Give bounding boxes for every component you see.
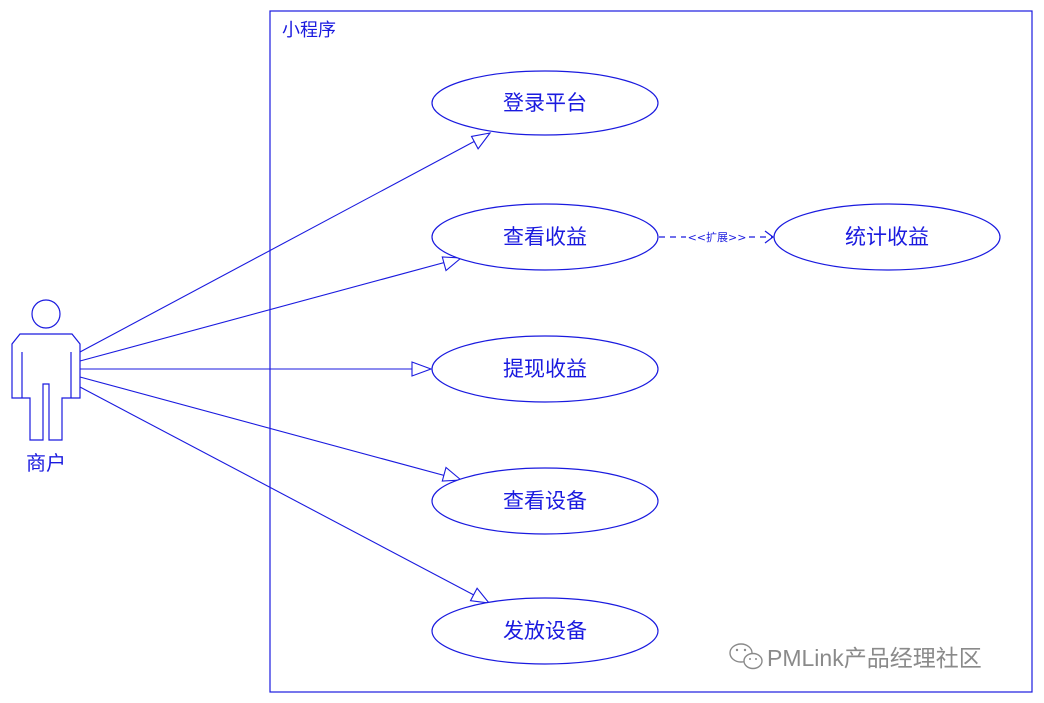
use-case-login-label: 登录平台 (503, 91, 587, 115)
actor-head (31, 299, 61, 329)
use-case-issue-device-label: 发放设备 (503, 619, 587, 643)
watermark-text: PMLink产品经理社区 (767, 645, 982, 671)
association-issue-device (79, 386, 490, 604)
use-cases: 登录平台 查看收益 统计收益 提现收益 查看设备 发放设备 (431, 70, 1001, 665)
extend-label: <<扩展>> (688, 230, 747, 244)
arrowhead-login (470, 132, 492, 150)
watermark: PMLink产品经理社区 (729, 643, 982, 671)
extend-arrowhead (764, 230, 774, 244)
association-view-device (79, 376, 462, 481)
use-case-stat-income-label: 统计收益 (845, 225, 929, 249)
association-view-income (79, 257, 462, 362)
use-case-view-income-label: 查看收益 (503, 225, 587, 249)
use-case-issue-device (431, 597, 659, 665)
use-case-withdraw (431, 335, 659, 403)
system-boundary (269, 10, 1033, 693)
actor-merchant (11, 299, 81, 441)
extend-relation: <<扩展>> (659, 230, 774, 244)
arrowhead-issue-device (469, 587, 491, 604)
actor-label: 商户 (26, 451, 66, 475)
arrowhead-view-income (441, 256, 463, 272)
actor-body (11, 333, 81, 441)
association-login (79, 132, 491, 353)
wechat-icon (729, 643, 763, 670)
use-case-view-device-label: 查看设备 (503, 489, 587, 513)
use-case-login (431, 70, 659, 136)
associations (79, 132, 492, 604)
system-boundary-label: 小程序 (282, 20, 336, 41)
use-case-withdraw-label: 提现收益 (503, 357, 587, 381)
use-case-view-income (431, 203, 659, 271)
use-case-view-device (431, 467, 659, 535)
arrowhead-withdraw (411, 361, 433, 377)
arrowhead-view-device (441, 466, 463, 482)
